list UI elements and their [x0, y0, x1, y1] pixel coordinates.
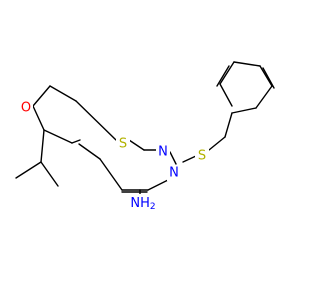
lower-nitrogen-atom: N: [167, 165, 181, 181]
bond-line: [224, 112, 233, 138]
bond-line: [32, 85, 51, 107]
thioether-sulfur-label: S: [198, 149, 206, 164]
bond-line: [71, 139, 81, 144]
bond-line: [262, 67, 275, 89]
oxygen-label: O: [21, 101, 31, 116]
bond-line: [219, 83, 233, 107]
bond-line: [169, 151, 177, 165]
atom-label-layer: O S N N S NH2: [19, 100, 209, 214]
thiophene-sulfur-label: S: [119, 137, 127, 152]
bond-line: [233, 61, 261, 67]
bond-line: [208, 136, 226, 151]
upper-nitrogen-label: N: [158, 145, 168, 160]
bond-line: [231, 107, 257, 114]
molecule-structure-diagram: O S N N S NH2: [15, 61, 275, 214]
amine-label-main: NH: [130, 196, 150, 211]
bond-line: [78, 143, 101, 160]
thioether-sulfur-atom: S: [195, 148, 209, 164]
bond-line: [99, 158, 123, 191]
bond-line: [259, 65, 273, 87]
bond-line: [32, 105, 45, 131]
bond-line: [43, 129, 73, 144]
oxygen-atom: O: [19, 100, 33, 116]
bond-line: [15, 161, 42, 179]
amine-group: NH2: [130, 194, 157, 214]
bond-layer: [15, 61, 275, 197]
bond-line: [216, 65, 230, 87]
bond-line: [40, 129, 45, 163]
thiophene-sulfur-atom: S: [116, 136, 130, 152]
bond-line: [128, 139, 145, 151]
bond-line: [219, 61, 235, 85]
bond-line: [40, 161, 59, 187]
upper-nitrogen-atom: N: [156, 144, 170, 160]
bond-line: [255, 85, 273, 109]
bond-line: [49, 85, 77, 102]
lower-nitrogen-label: N: [169, 166, 179, 181]
bond-line: [182, 155, 197, 163]
bond-line: [75, 100, 117, 141]
bond-line: [147, 179, 169, 191]
amine-label: NH2: [130, 196, 155, 213]
amine-label-subscript: 2: [150, 202, 156, 212]
